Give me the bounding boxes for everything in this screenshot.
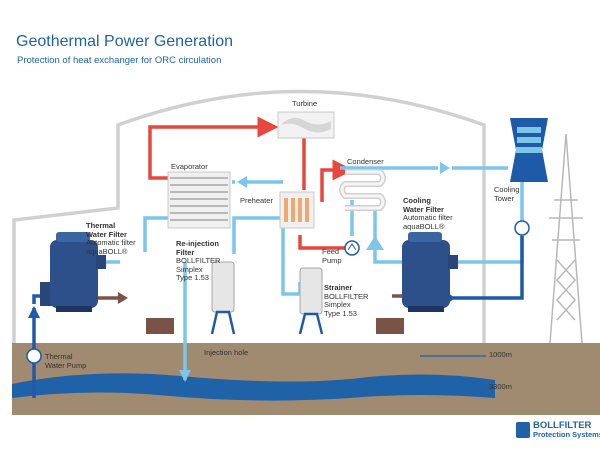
label-preheater: Preheater [240, 196, 273, 205]
building-outline [12, 89, 486, 343]
thermal-water-pump [26, 348, 42, 364]
cold-loop [103, 162, 524, 382]
label-turbine: Turbine [292, 99, 318, 108]
cooling-pump [514, 220, 530, 236]
cooling-water-filter [402, 232, 458, 312]
brand-name: BOLLFILTER [533, 420, 592, 431]
page-title: Geothermal Power Generation [16, 33, 233, 50]
brand-tagline: Protection Systems [533, 430, 600, 439]
reservoir [12, 373, 495, 401]
brand-mark-icon [516, 422, 530, 438]
condenser [339, 169, 386, 211]
thermal-water-filter [40, 232, 106, 312]
brand-logo: BOLLFILTER Protection Systems [516, 421, 600, 439]
label-strainer: Strainer BOLLFILTER Simplex Type 1.53 [324, 283, 369, 318]
page-subtitle: Protection of heat exchanger for ORC cir… [17, 55, 222, 66]
drain-lines [92, 290, 413, 334]
hot-loop [148, 116, 354, 250]
depth-label-3300: 3300m [489, 382, 512, 391]
feed-pump [344, 240, 360, 256]
label-thermal-water-filter: Thermal Water Filter Automatic filter aq… [86, 221, 136, 256]
strainer [298, 267, 324, 335]
label-reinjection-filter: Re-injection Filter BOLLFILTER Simplex T… [176, 239, 221, 282]
cooling-tower [510, 118, 548, 182]
label-evaporator: Evaporator [171, 162, 208, 171]
transmission-tower [549, 133, 583, 344]
label-cooling-water-filter: Cooling Water Filter Automatic filter aq… [403, 196, 453, 231]
depth-label-1000: 1000m [489, 350, 512, 359]
evaporator [167, 171, 231, 229]
turbine [277, 111, 335, 139]
preheater [279, 191, 315, 229]
label-injection-hole: Injection hole [204, 348, 249, 357]
reinjection-filter [210, 261, 236, 335]
label-condenser: Condenser [347, 157, 384, 166]
